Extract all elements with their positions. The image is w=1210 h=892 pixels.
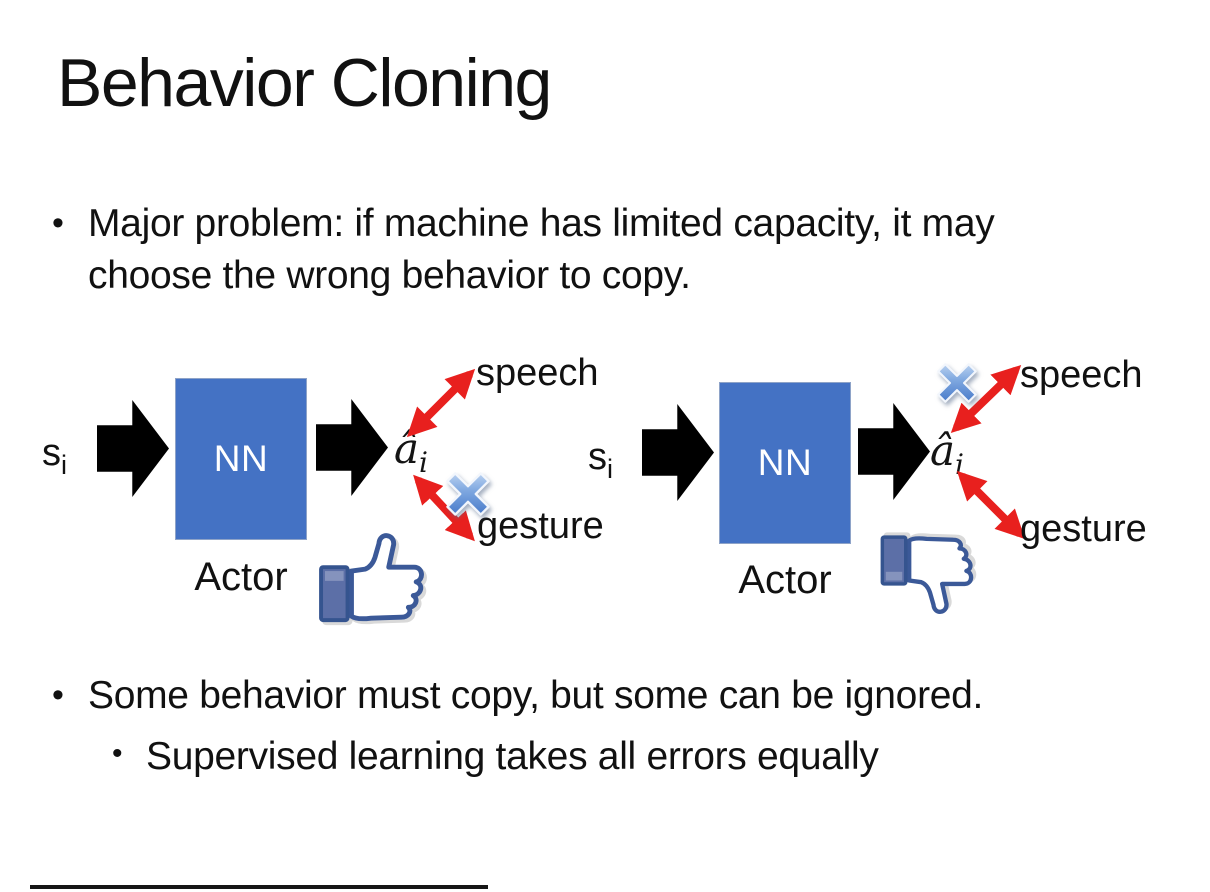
right-action-subscript: i	[955, 448, 965, 481]
thumbs-down-icon	[880, 535, 974, 614]
right-gesture-label: gesture	[1020, 508, 1147, 550]
bullet-marker: •	[52, 676, 64, 714]
right-speech-arrow	[950, 364, 1022, 434]
left-nn-label: NN	[213, 438, 269, 479]
left-gesture-label: gesture	[477, 505, 604, 547]
right-nn-box: NN	[719, 382, 851, 544]
bullet-some-behavior-text: Some behavior must copy, but some can be…	[88, 674, 984, 717]
bullet-marker: •	[112, 737, 123, 770]
right-action-label: âi	[930, 426, 965, 481]
right-nn-label: NN	[757, 442, 813, 483]
right-actor-caption: Actor	[738, 558, 832, 602]
left-input-arrow	[97, 400, 169, 497]
right-input-arrow	[642, 404, 714, 501]
left-actor-caption: Actor	[194, 555, 288, 599]
right-gesture-arrow	[956, 470, 1026, 540]
bullet-major-problem: • Major problem: if machine has limited …	[52, 198, 1082, 302]
slide-title: Behavior Cloning	[57, 45, 552, 121]
bottom-partial-line	[30, 885, 488, 889]
bullet-supervised-learning-text: Supervised learning takes all errors equ…	[146, 735, 879, 778]
left-state-label: si	[42, 432, 67, 480]
bullet-supervised-learning: • Supervised learning takes all errors e…	[112, 731, 1132, 783]
right-speech-label: speech	[1020, 354, 1143, 396]
bullet-marker: •	[52, 204, 64, 242]
right-state-subscript: i	[607, 454, 613, 484]
right-cross-icon	[937, 363, 977, 403]
thumbs-up-icon	[319, 533, 424, 623]
bullet-major-problem-text: Major problem: if machine has limited ca…	[88, 202, 995, 297]
left-action-subscript: i	[419, 446, 429, 479]
left-cross-icon	[446, 472, 490, 516]
left-speech-arrow	[406, 368, 476, 438]
bullet-some-behavior: • Some behavior must copy, but some can …	[52, 670, 1152, 722]
left-nn-box: NN	[175, 378, 307, 540]
left-output-arrow	[316, 399, 388, 496]
left-state-subscript: i	[61, 450, 67, 480]
left-speech-label: speech	[476, 352, 599, 394]
right-state-label: si	[588, 436, 613, 484]
right-output-arrow	[858, 403, 930, 500]
left-gesture-arrow	[413, 474, 475, 542]
